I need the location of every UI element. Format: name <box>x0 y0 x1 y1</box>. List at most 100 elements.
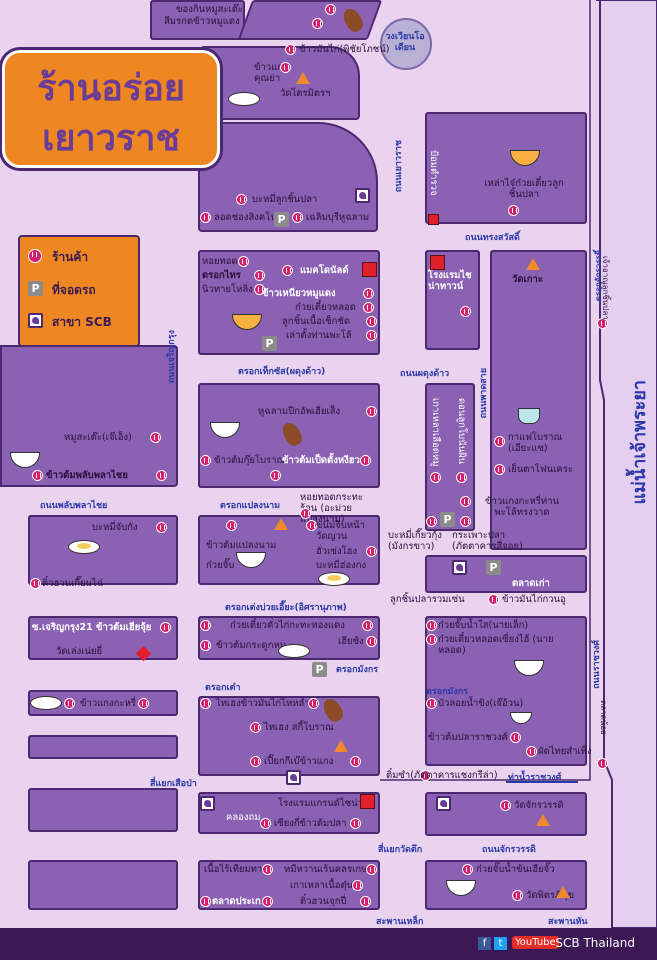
place-p19: ข้าวต้มเป็ดตั้งหงีฮวด <box>282 455 367 466</box>
pin-p7 <box>200 212 211 223</box>
parking-icon-b1: P <box>274 212 289 227</box>
pin-p35 <box>366 636 377 647</box>
place-p7: ลอดช่องสิงคโปร์ <box>214 212 282 223</box>
pin-p19b <box>360 455 371 466</box>
pin-p54 <box>494 464 505 475</box>
pin-p50 <box>597 318 608 329</box>
road-phadungdao: ถนนผดุงด้าว <box>400 369 450 379</box>
place-p40: เซียงกี่ข้าวต้มปลา <box>274 818 347 829</box>
noodle-plate-icon-e1 <box>318 572 350 586</box>
noodle-plate-icon-left2 <box>68 540 100 554</box>
legend: ร้านค้า P ที่จอดรถ สาขา SCB <box>18 235 140 347</box>
pin-p10 <box>254 270 265 281</box>
block-h1 <box>198 792 380 834</box>
pin-p26 <box>306 520 317 531</box>
place-p16: เล่าตั้งท่านพะโล้ <box>286 330 352 341</box>
place-p44: เกาเหลาเนื้อตุ๋น <box>290 880 354 891</box>
pin-p38 <box>250 756 261 767</box>
river-label: แม่น้ำเจ้าพระยา <box>629 380 650 505</box>
place-p9: หอยทอด <box>202 256 238 267</box>
block-r1 <box>425 112 587 224</box>
place-p43: หมีหวานเร้นคลรเกษม <box>284 864 374 875</box>
scb-icon-r5 <box>452 560 467 575</box>
place-p35: เฮียซ้ง <box>338 636 364 647</box>
place-p48: โรงแรมไชน่าทาวน์ <box>428 270 472 292</box>
pin-p8 <box>292 212 303 223</box>
road-trok-plaengnam: ตรอกแปลงนาม <box>220 501 281 511</box>
tha-rachawong-arrow <box>506 781 578 783</box>
hotel-icon-h1 <box>360 794 375 809</box>
scb-icon-b1 <box>355 188 370 203</box>
place-p30: ข้าวต้มเฮียจุ้ย <box>96 622 152 633</box>
youtube-icon[interactable]: YouTube <box>512 936 559 949</box>
place-p34: ข้าวต้มกระดูกหมู <box>216 640 286 651</box>
place-p59: ลูกชิ้นปลารวมเซ่น <box>390 594 465 605</box>
parking-icon-r4: P <box>440 512 455 527</box>
pin-p45 <box>360 896 371 907</box>
road-phlapphla: ถนนพลับพลาไชย <box>40 501 108 511</box>
place-p61: ก๋วยจั๊บน้ำใส(นายเล็ก) <box>438 620 529 631</box>
place-p31: วัดเล่งเน่ยยี่ <box>56 646 103 657</box>
place-p36: ไทเฮงข้าวมันไก่ไหหลำ <box>216 698 310 709</box>
pin-p37 <box>250 722 261 733</box>
road-sikak-watteuk: สี่แยกวัดตึก <box>378 845 423 855</box>
legend-scb-label: สาขา SCB <box>52 315 112 329</box>
place-p3: ข้าวมันไก่(พิชัยโภชน์) <box>299 44 390 55</box>
pin-p63 <box>426 698 437 709</box>
place-soi-chalerm: ซ.เจริญกรุง21 <box>32 622 93 633</box>
rice-plate-icon <box>228 92 260 106</box>
pin-p22 <box>300 508 311 519</box>
legend-parking-icon: P <box>28 281 43 296</box>
pin-p6 <box>236 194 247 205</box>
place-p42: ตลาดประเก <box>212 896 261 907</box>
footer-brand: SCB Thailand <box>555 936 635 950</box>
road-trok-tao: ตรอกเต๋า <box>205 683 241 693</box>
block-left3 <box>28 616 178 660</box>
road-sikak-suapa: สี่แยกเสือป่า <box>150 779 197 789</box>
place-p13: ข้าวเหนียวหมูแดง <box>262 288 336 299</box>
legend-shop-icon <box>28 249 42 263</box>
place-p15: ลูกชิ้นเนื้อเช็กชัด <box>282 316 351 327</box>
pin-p9 <box>238 256 249 267</box>
place-p39: โรงแรมแกรนด์ไชน่า <box>278 798 364 809</box>
pin-p33b <box>362 620 373 631</box>
place-p53: กาแฟโบราณ (เอียะแซ) <box>508 432 563 454</box>
place-p70: ตลาดน้อย <box>599 700 608 735</box>
parking-icon-c1: P <box>262 336 277 351</box>
twitter-icon[interactable]: t <box>494 937 507 950</box>
road-rachawong: ถนนราชวงศ์ <box>592 640 602 689</box>
pin-p1 <box>325 4 336 15</box>
place-p46: ป้อมตำรวจ <box>428 150 439 196</box>
pin-p20 <box>150 432 161 443</box>
pin-p3 <box>285 44 296 55</box>
facebook-icon[interactable]: f <box>478 937 491 950</box>
road-saphan-lek: สะพานเหล็ก <box>376 917 424 927</box>
pin-p56 <box>426 516 437 527</box>
rice-plate-icon-f1 <box>278 644 310 658</box>
pin-p11 <box>254 284 265 295</box>
place-p17: หูฉลามปีกอัพเฮียเส็ง <box>258 406 341 417</box>
scb-icon-g1 <box>286 770 301 785</box>
place-p22: หอยทอดกระทะร้อน (อะม่วย แปลงนาม) <box>300 492 363 525</box>
scb-icon-h1 <box>200 796 215 811</box>
pin-p19 <box>270 470 281 481</box>
pin-p42 <box>200 896 211 907</box>
place-p12: แมคโดนัลด์ <box>300 265 349 276</box>
pin-p36b <box>308 698 319 709</box>
place-p23: บะหมี่จับกัง <box>92 522 138 533</box>
temple-icon-g1 <box>334 740 348 752</box>
legend-scb-icon <box>28 313 43 328</box>
charoenkrung-road-edge <box>380 0 591 781</box>
title-panel: ร้านอร่อย เยาวราช <box>2 50 220 168</box>
pin-p43 <box>366 864 377 875</box>
block-i1 <box>198 860 380 910</box>
parking-icon-r5: P <box>486 560 501 575</box>
odeon-label: วงเวียนโอเดียน <box>385 32 425 53</box>
place-p24: ติ๋วฮวนเกี๊ยมไฉ่ <box>42 578 104 589</box>
pin-p68 <box>462 864 473 875</box>
pin-p59 <box>488 594 499 605</box>
temple-icon-p5 <box>296 72 310 84</box>
pin-p57 <box>460 516 471 527</box>
pin-p47 <box>508 205 519 216</box>
rice-plate-icon-left4 <box>30 696 62 710</box>
